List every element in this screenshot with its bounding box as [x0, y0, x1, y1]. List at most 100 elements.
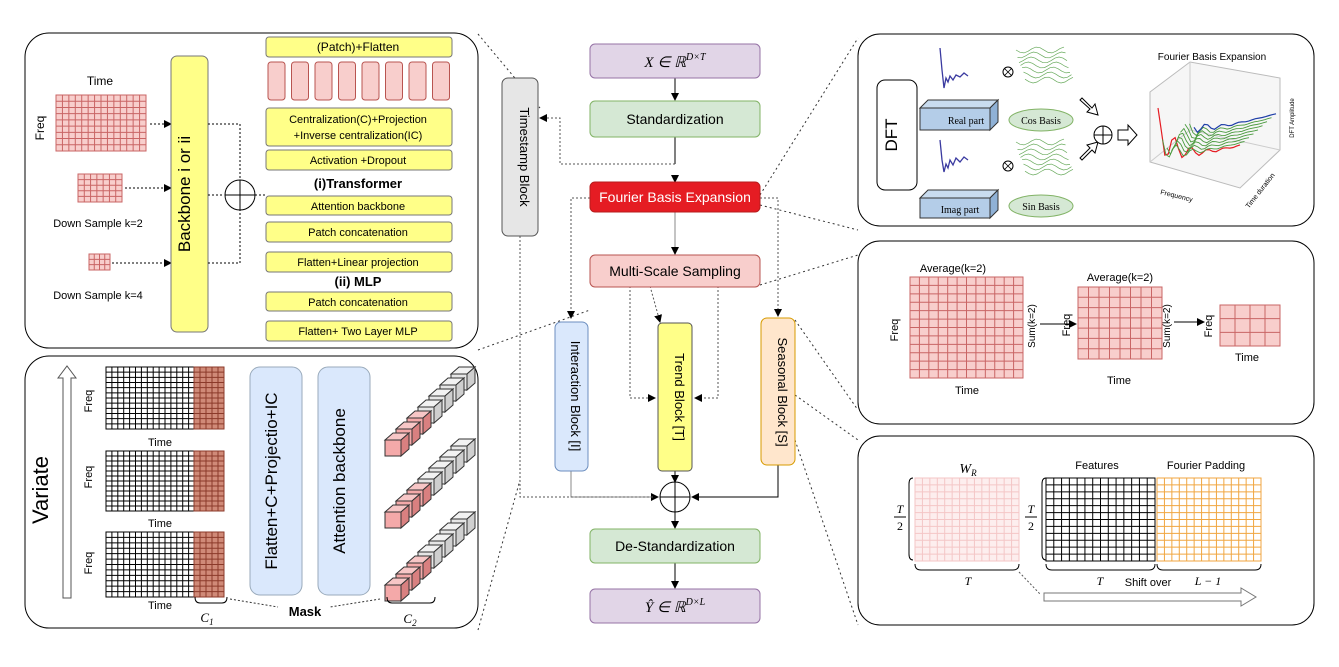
shift-arrow [1043, 587, 1257, 607]
activation-text: Activation +Dropout [310, 155, 406, 167]
variate-attention-block [317, 366, 371, 596]
averaging-grids [909, 276, 1281, 379]
patch-token [432, 61, 450, 101]
freq-label-1: Freq [83, 390, 95, 413]
flatten-mlp-box [265, 320, 453, 342]
padding-grids [914, 477, 1262, 562]
t-label-1: T [965, 574, 973, 588]
real-spectrum-sketch [939, 47, 969, 89]
c1-brace [194, 596, 228, 604]
amplitude-axis-label: DFT Amplitude [1290, 98, 1296, 138]
time-label-1: Time [148, 437, 172, 449]
averaging-panel: Average(k=2) Average(k=2) Freq Freq Freq… [857, 240, 1315, 425]
downsample-k2-grid [77, 173, 123, 203]
time-label-3: Time [148, 600, 172, 612]
cos-basis-label: Cos Basis [1021, 116, 1061, 127]
variate-panel: Variate Freq Freq Freq Time Time Time C1… [24, 355, 479, 629]
interaction-label: Interaction Block [I] [568, 341, 583, 452]
output-box [589, 588, 761, 624]
sin-basis-label: Sin Basis [1022, 202, 1060, 213]
dft-panel: DFT Real part Imag part Cos Basis Sin Ba… [857, 33, 1315, 227]
patch-token [385, 61, 403, 101]
patch-flatten-text: (Patch)+Flatten [317, 40, 399, 54]
shift-over-label: Shift over [1125, 577, 1172, 589]
flatten-linear-box [265, 251, 453, 273]
t-half-denominator-1: 2 [897, 519, 903, 533]
basis-mesh [1015, 138, 1074, 176]
flatten-label: Flatten+C+Projectio+IC [262, 392, 281, 569]
basis-surfaces [1015, 46, 1074, 176]
attention-text: Attention backbone [311, 201, 405, 213]
flatten-linear-text: Flatten+Linear projection [297, 257, 418, 269]
freq-label-2: Freq [83, 466, 95, 489]
multiscale-label: Multi-Scale Sampling [609, 263, 741, 279]
patch-token [314, 61, 333, 101]
sin-basis [1008, 194, 1074, 218]
backbone-panel: Time Freq Down Sample k=2 Down Sample k=… [24, 32, 479, 349]
average-label-2: Average(k=2) [1087, 272, 1153, 284]
c1-label: C1 [200, 610, 213, 627]
spectrum-line [1175, 129, 1259, 147]
down-sample-k4-label: Down Sample k=4 [53, 290, 143, 302]
token-cubes [383, 365, 477, 603]
centralization-text: Centralization(C)+Projection [289, 114, 427, 126]
wr-label: WR [959, 462, 977, 478]
t-half-numerator-2: T [1028, 502, 1036, 516]
multiscale-box [589, 254, 761, 288]
spectrum-line [1162, 139, 1245, 158]
token-cube-stack [383, 510, 477, 603]
cos-basis [1008, 108, 1074, 132]
transformer-heading: (i)Transformer [314, 176, 402, 191]
freq-label-3: Freq [83, 552, 95, 575]
coarse-grid [1219, 304, 1281, 347]
patch-token [408, 61, 427, 101]
fourier-label: Fourier Basis Expansion [599, 189, 751, 205]
freq-label: Freq [33, 116, 47, 141]
seasonal-block [760, 317, 796, 466]
sum-label-2: Sum(k=2) [1162, 304, 1173, 348]
fourier-box [589, 181, 761, 213]
fourier-padding-label: Fourier Padding [1167, 460, 1245, 472]
variate-attention-label: Attention backbone [330, 408, 349, 554]
time-label-a: Time [955, 385, 979, 397]
imag-part-label: Imag part [941, 205, 980, 216]
average-label-1: Average(k=2) [920, 263, 986, 275]
patch-token [291, 61, 309, 101]
backbone-label: Backbone i or ii [175, 136, 194, 252]
timestamp-label: Timestamp Block [517, 107, 532, 207]
input-box [589, 43, 761, 79]
inverse-text: +Inverse centralization(IC) [294, 130, 423, 142]
patch-tokens [267, 61, 450, 101]
padding-panel: WR Features Fourier Padding T 2 T 2 T T … [857, 435, 1315, 626]
attention-backbone-box [265, 195, 453, 216]
token-cube-stack [383, 365, 477, 458]
centralization-box [265, 107, 453, 147]
destandardization-label: De-Standardization [615, 538, 735, 554]
freq-label-a: Freq [889, 319, 901, 342]
patch-concat-mlp-box [265, 291, 453, 312]
spectrum-line [1166, 137, 1250, 156]
fourier-3d-plot [1149, 61, 1281, 189]
mlp-heading: (ii) MLP [335, 274, 382, 289]
freq-label-b: Freq [1061, 314, 1073, 337]
mask-region [193, 450, 225, 512]
time-label-b: Time [1107, 375, 1131, 387]
time-label: Time [87, 74, 114, 88]
mask-region [193, 531, 225, 598]
fine-grid [909, 276, 1024, 379]
spectrogram-grid [55, 94, 147, 152]
features-label: Features [1075, 460, 1119, 472]
patch-token [338, 61, 356, 101]
arrow-icon [1079, 97, 1099, 116]
c2-brace [386, 596, 436, 604]
spectrogram-grid [77, 173, 123, 203]
patch-concat-mlp-text: Patch concatenation [308, 297, 408, 309]
fourier-padding-grid [1156, 477, 1262, 562]
variate-label: Variate [28, 456, 53, 524]
backbone-block [170, 55, 209, 333]
seasonal-label: Seasonal Block [S] [775, 337, 790, 446]
activation-box [265, 149, 453, 171]
patch-concat-box [265, 221, 453, 243]
t-label-2: T [1097, 574, 1105, 588]
spectrum-line [1180, 125, 1263, 143]
